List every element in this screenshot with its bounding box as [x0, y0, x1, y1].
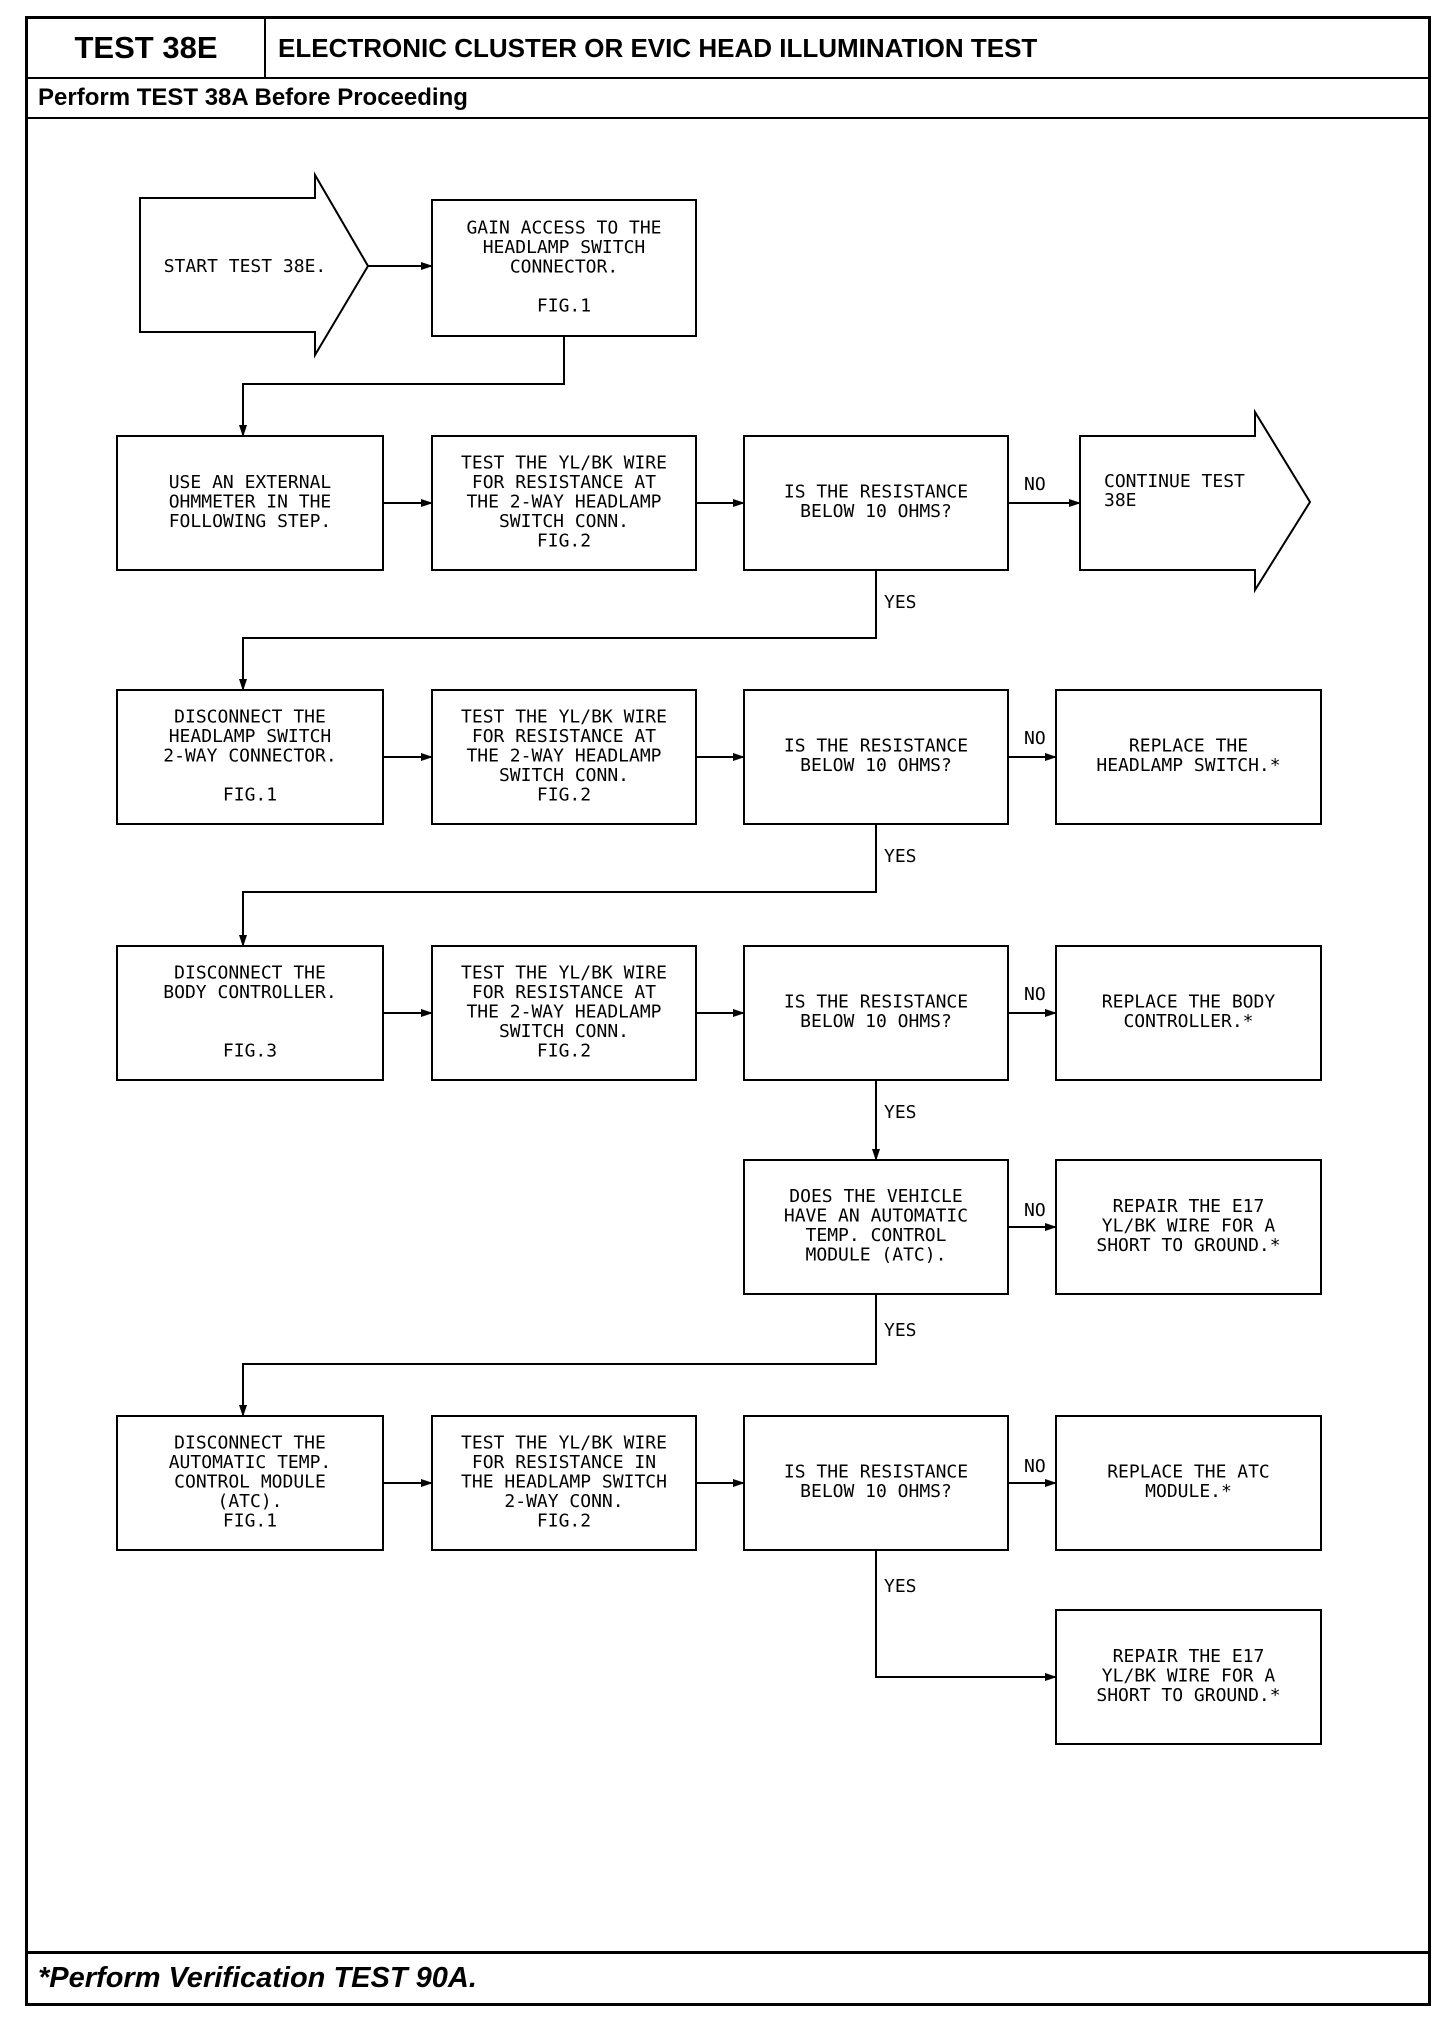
flow-connector — [239, 336, 565, 437]
flow-box-q-atc — [743, 1159, 1009, 1295]
flow-box-replace-switch — [1055, 689, 1322, 825]
flow-label-no: NO — [1024, 728, 1046, 749]
footer-note: *Perform Verification TEST 90A. — [28, 1951, 1428, 2003]
flow-box-q3 — [743, 945, 1009, 1081]
flow-label-no: NO — [1024, 1456, 1046, 1477]
flow-label-yes: YES — [884, 1576, 917, 1597]
flow-box-q4 — [743, 1415, 1009, 1551]
test-title: ELECTRONIC CLUSTER OR EVIC HEAD ILLUMINA… — [278, 32, 1038, 63]
flow-box-test4 — [431, 1415, 697, 1551]
flow-label-yes: YES — [884, 1102, 917, 1123]
flow-box-test3 — [431, 945, 697, 1081]
flow-box-test1 — [431, 435, 697, 571]
prerequisite-note: Perform TEST 38A Before Proceeding — [28, 79, 1428, 119]
flow-start-terminal — [139, 171, 370, 359]
flow-connector — [239, 1294, 877, 1417]
flow-start-text: START TEST 38E. — [164, 256, 327, 277]
flow-box-replace-atc — [1055, 1415, 1322, 1551]
flow-box-replace-body — [1055, 945, 1322, 1081]
flow-continue-terminal — [1079, 408, 1312, 594]
flow-connector — [239, 824, 877, 947]
flow-connector — [239, 570, 877, 691]
test-id: TEST 38E — [28, 19, 266, 77]
flow-box-disc-body — [116, 945, 384, 1081]
flow-box-ohmmeter — [116, 435, 384, 571]
flow-label-no: NO — [1024, 984, 1046, 1005]
flow-label-yes: YES — [884, 1320, 917, 1341]
flow-box-repair1 — [1055, 1159, 1322, 1295]
flow-box-disc-atc — [116, 1415, 384, 1551]
flow-label-no: NO — [1024, 474, 1046, 495]
flow-box-disc-switch — [116, 689, 384, 825]
flow-label-no: NO — [1024, 1200, 1046, 1221]
flow-label-yes: YES — [884, 592, 917, 613]
header: TEST 38E ELECTRONIC CLUSTER OR EVIC HEAD… — [28, 19, 1428, 79]
test-frame: TEST 38E ELECTRONIC CLUSTER OR EVIC HEAD… — [25, 16, 1431, 2006]
flow-label-yes: YES — [884, 846, 917, 867]
flow-connector — [875, 1550, 1057, 1681]
flow-box-repair2 — [1055, 1609, 1322, 1745]
